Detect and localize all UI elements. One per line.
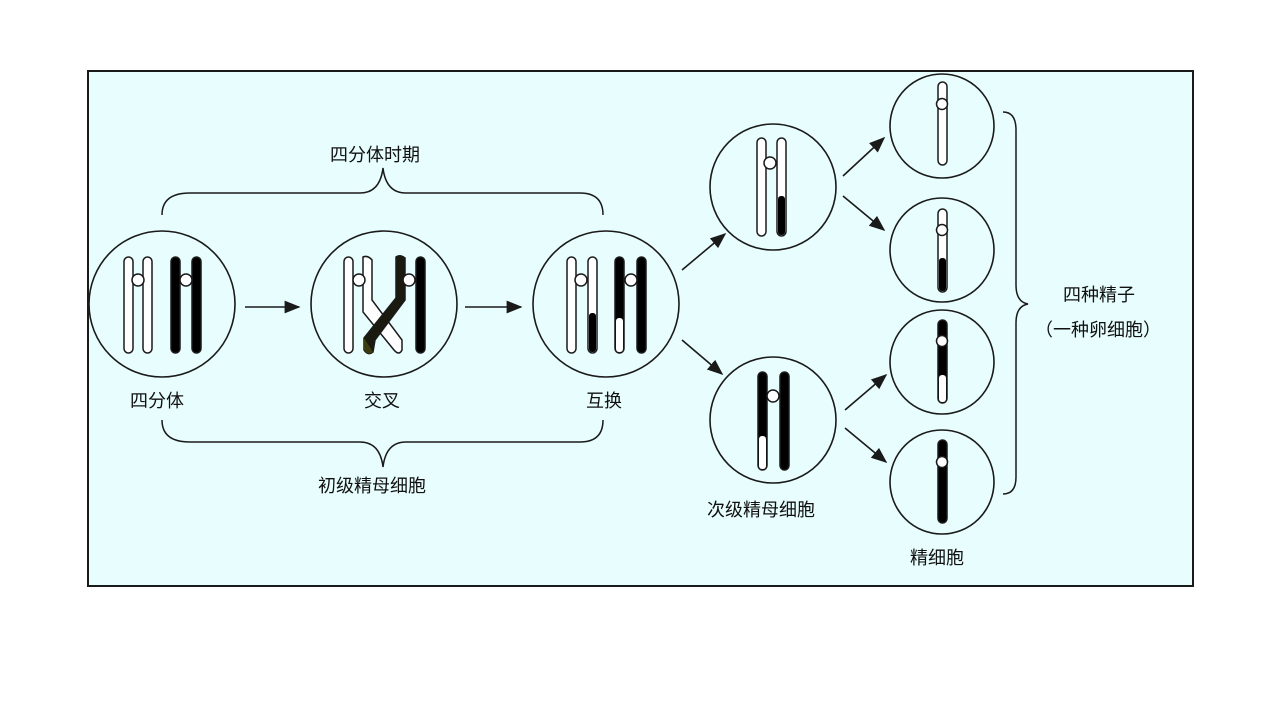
right-brace bbox=[1002, 111, 1029, 495]
label-spermatid: 精细胞 bbox=[910, 548, 964, 569]
cell-tetrad bbox=[88, 230, 236, 378]
cell-spermatid-4 bbox=[889, 429, 995, 535]
label-tetrad: 四分体 bbox=[130, 391, 184, 412]
label-primary-spermatocyte: 初级精母细胞 bbox=[318, 476, 426, 497]
cell-secondary-top bbox=[709, 123, 837, 251]
label-crossing: 交叉 bbox=[364, 391, 400, 412]
cell-spermatid-3 bbox=[889, 309, 995, 415]
arrow-exchange-to-secondary-top bbox=[681, 232, 727, 271]
cell-exchange bbox=[532, 230, 680, 378]
arrow-secondary-to-spermatid-1 bbox=[842, 136, 886, 177]
top-brace bbox=[161, 167, 604, 216]
arrow-secondary-to-spermatid-2 bbox=[842, 195, 886, 232]
arrow-secondary-to-spermatid-4 bbox=[844, 427, 888, 464]
cell-spermatid-1 bbox=[889, 73, 995, 179]
bottom-brace bbox=[161, 419, 604, 468]
cell-secondary-bottom bbox=[709, 356, 837, 484]
arrow-secondary-to-spermatid-3 bbox=[844, 373, 888, 411]
arrow-exchange-to-secondary-bottom bbox=[681, 339, 724, 376]
cell-spermatid-2 bbox=[889, 197, 995, 303]
label-tetrad-period: 四分体时期 bbox=[330, 145, 420, 166]
label-secondary-spermatocyte: 次级精母细胞 bbox=[707, 500, 815, 521]
cell-crossing bbox=[310, 230, 458, 378]
label-exchange: 互换 bbox=[586, 391, 622, 412]
label-four-sperm: 四种精子 bbox=[1063, 285, 1135, 306]
label-one-egg: （一种卵细胞） bbox=[1035, 320, 1161, 341]
